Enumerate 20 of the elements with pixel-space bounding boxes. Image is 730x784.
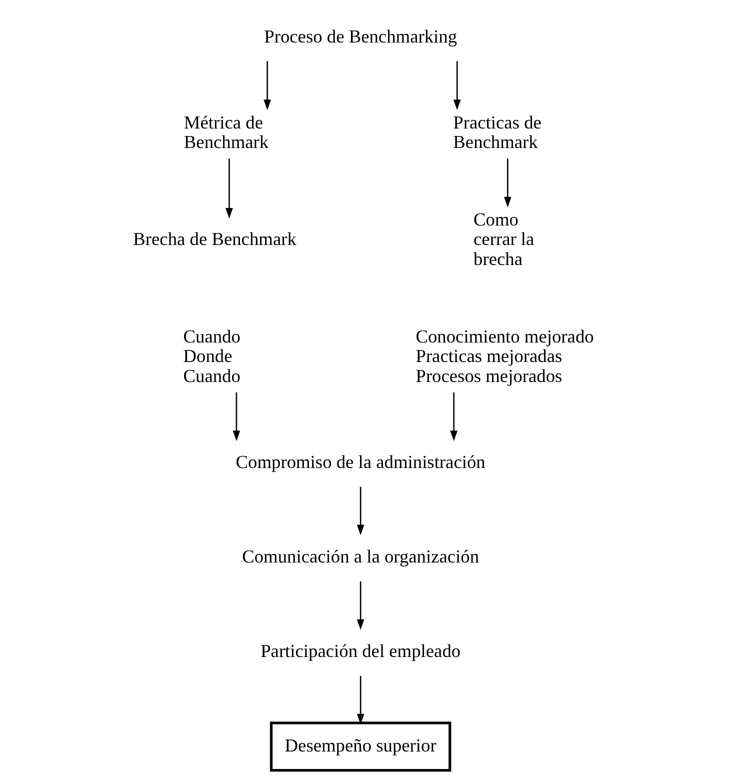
node-text: Como cerrar la brecha (473, 209, 534, 269)
arrow (450, 392, 458, 442)
arrow (356, 581, 364, 630)
node-text: Practicas de Benchmark (452, 112, 541, 152)
node-text: Conocimiento mejorado Practicas mejoradas Procesos mejorados (415, 326, 594, 386)
node-text: Compromiso de la administración (235, 452, 485, 472)
arrow (503, 158, 511, 208)
node-box: Desempeño superior (269, 722, 451, 772)
node-text: Comunicación a la organización (242, 546, 479, 566)
arrow (232, 392, 240, 442)
arrow (452, 61, 460, 110)
arrow (356, 676, 364, 724)
arrow (263, 61, 270, 110)
arrow (356, 486, 364, 536)
node-text: Participación del empleado (260, 640, 460, 661)
node-text: Proceso de Benchmarking (264, 26, 457, 46)
node-text: Métrica de Benchmark (183, 112, 268, 152)
node-text: Brecha de Benchmark (132, 229, 296, 250)
arrow (225, 158, 232, 219)
node-text: Cuando Donde Cuando (182, 326, 240, 386)
